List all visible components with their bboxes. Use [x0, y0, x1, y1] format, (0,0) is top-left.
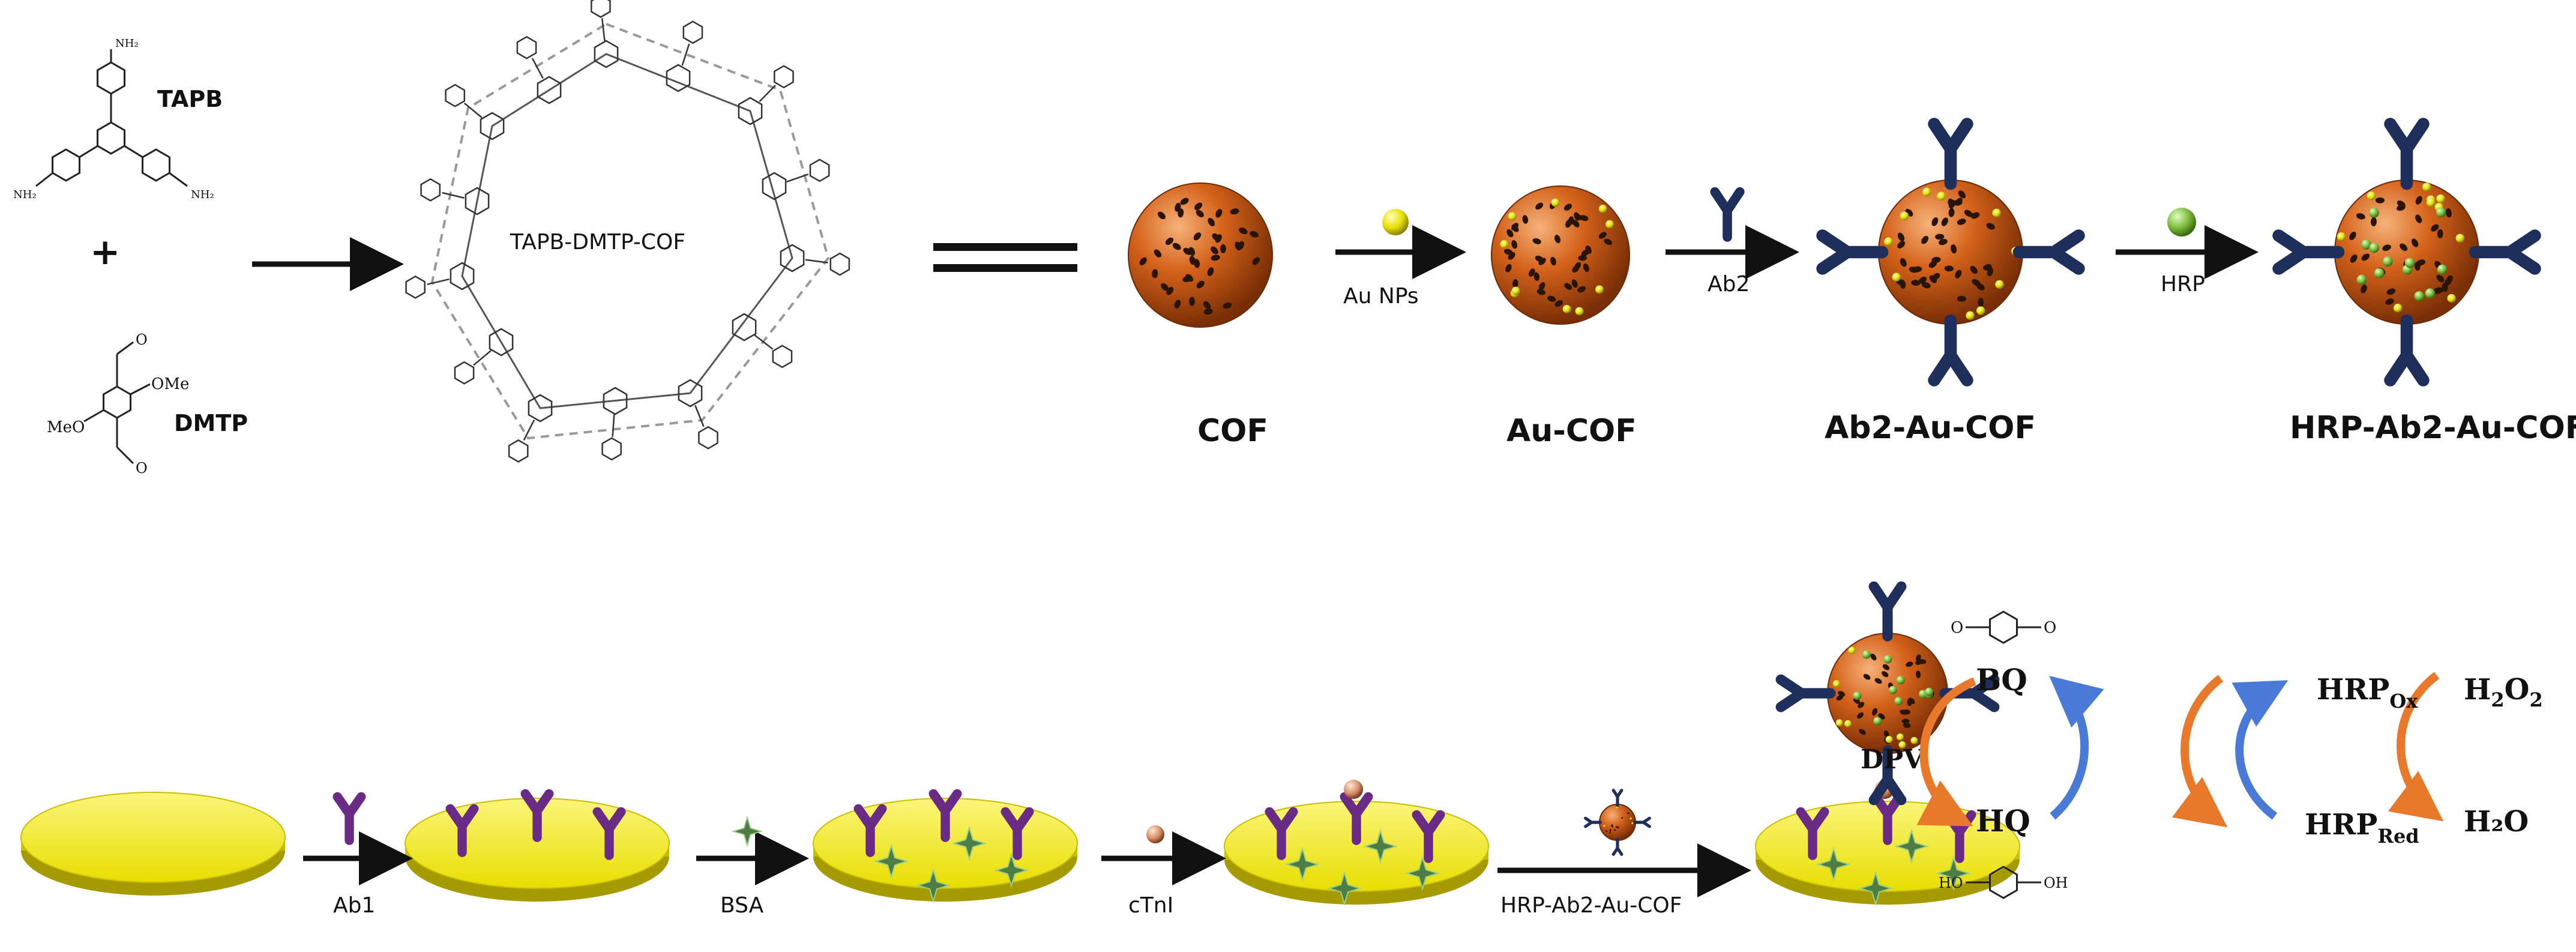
dmtp-label: DMTP: [174, 410, 248, 436]
redox-cycle: O O BQ HQ HO OH DPV HRPOx HRPRed H2O2 H₂…: [1861, 610, 2543, 899]
probe-icon: [1586, 791, 1650, 855]
h2o-label: H₂O: [2464, 805, 2529, 839]
oxidation-arrow-blue: [2049, 675, 2104, 820]
ab2-au-cof-sphere: [1823, 124, 2079, 381]
hydroquinone-structure: HO OH: [1939, 866, 2068, 899]
h2o2-arrow-orange: [2388, 672, 2444, 822]
equals-sign: [933, 243, 1077, 272]
aldehyde-o-bottom: O: [136, 460, 148, 477]
h2o2-label: H2O2: [2464, 673, 2543, 711]
tapb-structure: NH₂ NH₂ NH₂: [13, 37, 214, 201]
gold-nanoparticle-icon: [1382, 209, 1409, 235]
hrp-ab2-au-cof-sphere: [2279, 124, 2535, 381]
ab1-label: Ab1: [333, 893, 375, 918]
svg-text:O: O: [1951, 619, 1963, 637]
svg-text:HO: HO: [1939, 875, 1963, 891]
ab2-label: Ab2: [1708, 272, 1750, 297]
au-cof-sphere: [1491, 185, 1630, 325]
benzoquinone-structure: O O: [1951, 610, 2056, 644]
hrp-enzyme-icon: [2167, 208, 2196, 236]
dpv-arrow-orange: [1916, 677, 1976, 827]
ctni-antigen-icon: [1146, 825, 1164, 843]
probe-label: HRP-Ab2-Au-COF: [1500, 893, 1682, 918]
amine-label-left: NH₂: [13, 188, 37, 201]
cof-framework-label: TAPB-DMTP-COF: [510, 230, 685, 255]
ab1-antibody-icon: [337, 797, 361, 840]
hrp-ox-label: HRPOx: [2317, 673, 2418, 712]
cof-sphere: [1128, 182, 1273, 328]
reduction-arrow-orange: [2171, 675, 2228, 828]
dmtp-structure: O O OMe MeO: [47, 331, 189, 477]
ctni-label: cTnI: [1128, 893, 1173, 918]
aldehyde-o-top: O: [136, 331, 148, 348]
svg-text:OH: OH: [2044, 875, 2068, 891]
tapb-label: TAPB: [157, 86, 223, 112]
hrp-label: HRP: [2161, 272, 2205, 297]
stage-label-hrp-ab2-au-cof: HRP-Ab2-Au-COF: [2290, 410, 2576, 446]
electrode-sequence: [20, 586, 2020, 905]
stage-label-cof: COF: [1197, 413, 1268, 449]
amine-label-top: NH₂: [115, 37, 139, 50]
amine-label-right: NH₂: [191, 188, 214, 201]
meo-label: MeO: [47, 418, 85, 436]
hrp-red-label: HRPRed: [2305, 808, 2419, 848]
bsa-icon: [732, 816, 762, 846]
bound-probe: [1781, 586, 1994, 800]
ome-label: OMe: [151, 375, 189, 393]
bq-label: BQ: [1976, 662, 2027, 697]
plus-sign: +: [90, 231, 120, 273]
bsa-label: BSA: [720, 893, 764, 918]
stage-label-au-cof: Au-COF: [1506, 413, 1637, 449]
ab2-antibody-icon: [1715, 192, 1740, 237]
svg-text:O: O: [2044, 619, 2056, 637]
au-nps-label: Au NPs: [1343, 284, 1419, 309]
hq-label: HQ: [1976, 803, 2030, 839]
cof-framework-structure: [405, 0, 850, 463]
stage-label-ab2-au-cof: Ab2-Au-COF: [1825, 410, 2036, 446]
dpv-label: DPV: [1861, 744, 1924, 775]
hrp-regen-arrow-blue: [2231, 680, 2289, 820]
